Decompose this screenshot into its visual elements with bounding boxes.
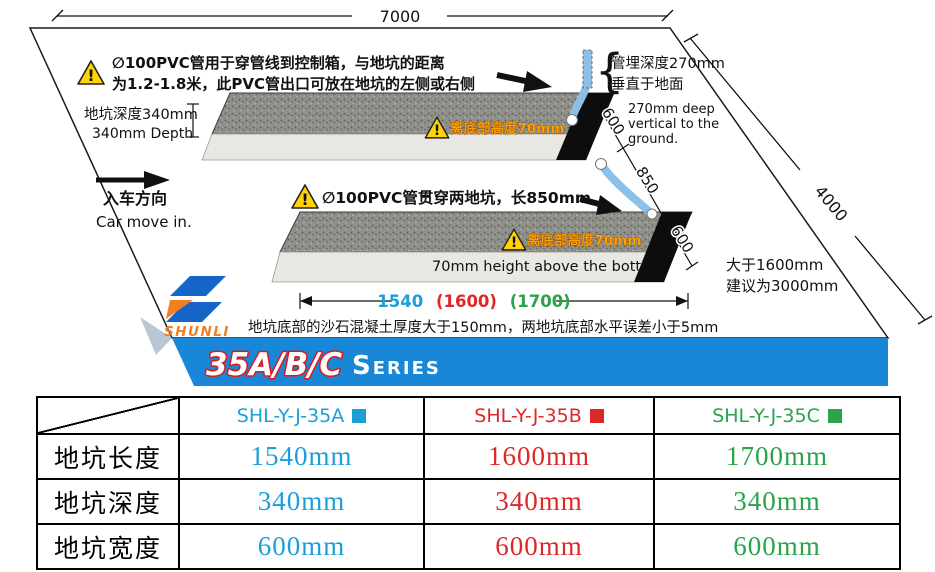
pipe-depth-cn-line2: 垂直于地面 <box>611 76 684 93</box>
warning-icon: ! <box>77 60 105 85</box>
value-width-35a: 600mm <box>178 523 423 568</box>
svg-text:!: ! <box>87 66 94 85</box>
dim-overall-depth <box>683 33 933 325</box>
value-length-35a: 1540mm <box>178 433 423 478</box>
platform-side-face <box>140 317 172 355</box>
model-name-35a: SHL-Y-J-35A <box>236 404 345 427</box>
dim-overall-width-label: 7000 <box>380 7 421 26</box>
value-length-35c: 1700mm <box>653 433 899 478</box>
shunli-logo-icon <box>166 276 226 322</box>
banner-model: 35A/B/C <box>206 347 342 383</box>
construction-note: 地坑底部的沙石混凝土厚度大于150mm，两地坑底部水平误差小于5mm <box>248 319 718 336</box>
value-length-35b: 1600mm <box>423 433 653 478</box>
pipe-hole-pit1 <box>595 158 607 170</box>
dim-overall-width <box>51 9 674 22</box>
row-label-pit-length: 地坑长度 <box>38 433 178 478</box>
pvc-pipe-top <box>566 49 593 126</box>
shunli-logo-text: SHUNLI <box>164 324 230 340</box>
pit2-height-label: 离底部高度70mm <box>527 232 641 249</box>
clearance-note-2: 建议为3000mm <box>726 277 838 295</box>
color-swatch-green <box>827 408 842 423</box>
pit-1-end-wall <box>556 93 614 160</box>
pit-depth-label-en: 340mm Depth <box>92 126 193 142</box>
pit-1 <box>201 92 615 161</box>
spec-table: SHL-Y-J-35A SHL-Y-J-35B SHL-Y-J-35C 地坑长度… <box>36 396 901 570</box>
pipe-depth-en-line1: 270mm deep <box>628 102 715 117</box>
dim-length-35c: (1700) <box>510 292 571 311</box>
column-header-35c: SHL-Y-J-35C <box>653 398 899 433</box>
pit1-height-label: 离底部高度70mm <box>450 120 564 137</box>
row-label-pit-depth: 地坑深度 <box>38 478 178 523</box>
series-banner: 35A/B/C Series <box>172 338 888 386</box>
table-corner-cell <box>38 398 178 433</box>
pipe-depth-en-line3: ground. <box>628 132 678 147</box>
pit2-height-label-en: 70mm height above the bottom <box>432 259 664 275</box>
pipe-hole-pit2 <box>646 208 658 220</box>
warning-top-line2: 为1.2-1.8米，此PVC管出口可放在地坑的左侧或右侧 <box>112 75 475 93</box>
dim-arrow-left <box>300 296 312 306</box>
svg-text:!: ! <box>511 235 518 251</box>
car-direction-arrow <box>96 171 170 189</box>
value-depth-35a: 340mm <box>178 478 423 523</box>
pvc-pipe-middle <box>595 158 658 220</box>
value-depth-35c: 340mm <box>653 478 899 523</box>
pipe-depth-cn-line1: 管埋深度270mm <box>611 55 725 72</box>
value-width-35b: 600mm <box>423 523 653 568</box>
warning-icon: ! <box>424 116 450 139</box>
arrow-to-middle-pipe <box>579 195 622 215</box>
color-swatch-red <box>589 408 604 423</box>
warning-icon: ! <box>501 228 527 251</box>
dim-pit-length-label: 1540 (1600) (1700) <box>377 292 570 311</box>
depth-bracket <box>187 103 199 138</box>
model-name-35c: SHL-Y-J-35C <box>712 404 820 427</box>
warning-icon: ! <box>291 184 319 209</box>
car-direction-en: Car move in. <box>96 213 192 231</box>
model-name-35b: SHL-Y-J-35B <box>474 404 582 427</box>
svg-text:!: ! <box>301 190 308 209</box>
arrow-to-top-pipe <box>496 71 552 92</box>
brace-icon: { <box>595 44 624 98</box>
dim-overall-depth-label: 4000 <box>811 182 852 225</box>
car-direction-cn: 入车方向 <box>103 189 167 208</box>
warning-top-line1: ∅100PVC管用于穿管线到控制箱，与地坑的距离 <box>112 54 445 72</box>
pit-1-front-wall <box>201 133 597 161</box>
pipe-depth-en-line2: vertical to the <box>628 117 719 132</box>
svg-text:!: ! <box>434 123 441 139</box>
color-swatch-blue <box>352 408 367 423</box>
warning-mid-text: ∅100PVC管贯穿两地坑，长850mm <box>322 188 591 207</box>
pit-2 <box>271 211 693 283</box>
clearance-note-1: 大于1600mm <box>726 256 823 274</box>
row-label-pit-width: 地坑宽度 <box>38 523 178 568</box>
dim-side-chain <box>588 95 699 271</box>
dim-length-35a: 1540 <box>377 292 423 311</box>
installation-diagram: 7000 4000 ! ∅100PVC管用于穿管线到控制箱，与地坑的距离 为1.… <box>28 7 933 386</box>
dim-length-35b: (1600) <box>436 292 497 311</box>
banner-series: Series <box>352 351 441 381</box>
pipe-outlet-hole <box>566 114 578 126</box>
value-depth-35b: 340mm <box>423 478 653 523</box>
pit-depth-label-cn: 地坑深度340mm <box>84 106 198 123</box>
pit-2-end-wall <box>634 212 692 282</box>
column-header-35a: SHL-Y-J-35A <box>178 398 423 433</box>
value-width-35c: 600mm <box>653 523 899 568</box>
column-header-35b: SHL-Y-J-35B <box>423 398 653 433</box>
dim-arrow-right <box>676 296 688 306</box>
